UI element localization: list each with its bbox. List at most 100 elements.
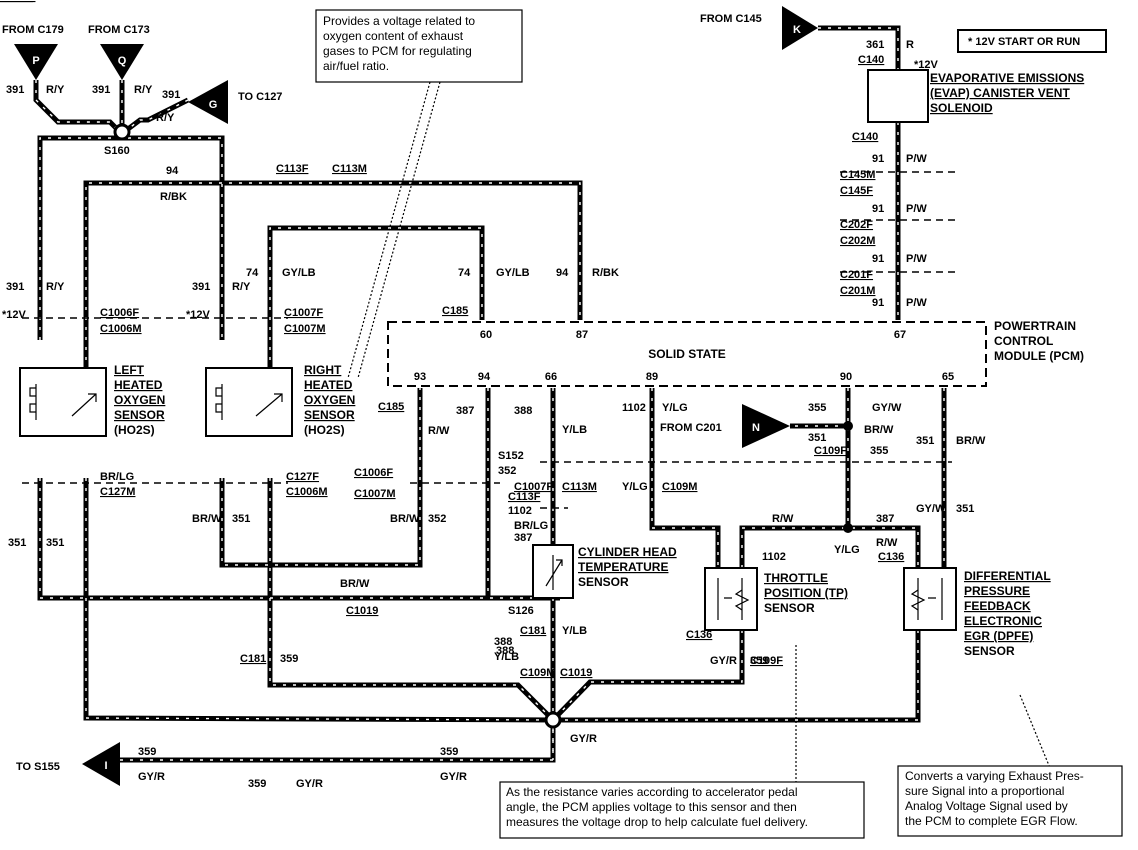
wire-359-s155	[120, 720, 556, 763]
note-tp-line: measures the voltage drop to help calcul…	[506, 815, 808, 829]
comp-tp-line: THROTTLE	[764, 571, 828, 585]
left-ho2s-box	[19, 367, 107, 437]
wire-label: C109M	[520, 667, 555, 679]
dpfe-note-pointer	[1019, 694, 1051, 769]
wire-label: 391	[6, 84, 24, 96]
wire-label: C109M	[662, 481, 697, 493]
wire-label: *12V	[2, 309, 27, 321]
wire-label: R/BK	[160, 191, 187, 203]
comp-evap-line: EVAPORATIVE EMISSIONS	[930, 71, 1084, 85]
wire-label: 91	[872, 297, 884, 309]
comp-cht-line: TEMPERATURE	[578, 560, 668, 574]
comp-evap-line: SOLENOID	[930, 101, 993, 115]
note-dpfe-line: Analog Voltage Signal used by	[905, 799, 1068, 813]
right-ho2s-box	[205, 367, 293, 437]
wire-label: P/W	[906, 253, 927, 265]
comp-cht-line: CYLINDER HEAD	[578, 545, 677, 559]
dpfe-sensor-label: DIFFERENTIALPRESSUREFEEDBACKELECTRONICEG…	[964, 569, 1051, 658]
flag-k	[782, 6, 818, 50]
note-top-line: Provides a voltage related to	[323, 14, 475, 28]
pcm-pin: 66	[545, 371, 557, 383]
comp-left-line: HEATED	[114, 378, 163, 392]
right-variable-symbol	[255, 393, 283, 417]
wire-label: R/BK	[592, 267, 619, 279]
comp-dpfe-line: EGR (DPFE)	[964, 629, 1033, 643]
wire-label: GY/R	[296, 778, 323, 790]
wire-label: 94	[166, 165, 179, 177]
wire-label: 355	[808, 402, 826, 414]
wire-stripe	[651, 388, 719, 568]
top-note-box	[315, 9, 523, 83]
wire-label: Y/LB	[562, 625, 587, 637]
wire-stripe	[552, 630, 743, 721]
wire-label: C185	[442, 305, 468, 317]
wire-label: C127M	[0, 0, 35, 3]
wire-label: C1006M	[286, 486, 328, 498]
comp-right-line: HEATED	[304, 378, 353, 392]
wire-label: C113F	[508, 491, 541, 503]
wire-label: 388	[514, 405, 532, 417]
comp-cht-line: SENSOR	[578, 575, 629, 589]
flag-k-letter: K	[793, 24, 801, 36]
wire-label: BR/W	[864, 424, 894, 436]
wire-label: 391	[192, 281, 210, 293]
wire-label: C127M	[100, 486, 135, 498]
wire-label: C181	[520, 625, 546, 637]
comp-right-line: SENSOR	[304, 408, 355, 422]
wire-label: R/Y	[156, 112, 175, 124]
comp-dpfe-line: ELECTRONIC	[964, 614, 1042, 628]
wire-label: C1006F	[100, 307, 139, 319]
wire-label: 94	[556, 267, 569, 279]
wire-label: C1019	[346, 605, 378, 617]
wire-label: C201M	[840, 285, 875, 297]
wire-label: R/W	[772, 513, 794, 525]
wire-label: 387	[876, 513, 894, 525]
wire-label: 1102	[622, 402, 646, 414]
dpfe-note: Converts a varying Exhaust Pres-sure Sig…	[905, 769, 1084, 828]
wire-label: C127F	[0, 0, 33, 3]
dpfe-potentiometer-symbol	[910, 578, 943, 620]
tp-potentiometer-symbol	[717, 578, 750, 620]
dpfe-sensor-box	[903, 567, 957, 631]
wire-label: C109F	[750, 655, 783, 667]
comp-right-line: OXYGEN	[304, 393, 355, 407]
pcm-pin: 89	[646, 371, 658, 383]
wire-label: GY/R	[0, 0, 27, 3]
tp-note-box	[499, 781, 865, 839]
wire-label: R/Y	[232, 281, 251, 293]
comp-dpfe-line: DIFFERENTIAL	[964, 569, 1051, 583]
wire-label: 361	[866, 39, 884, 51]
wire-label: C202F	[840, 219, 873, 231]
comp-pcm-line: POWERTRAIN	[994, 319, 1076, 333]
pcm-pin: 87	[576, 329, 588, 341]
left-variable-symbol	[71, 393, 97, 417]
wire-label: 391	[92, 84, 110, 96]
wire-label: 351	[232, 513, 250, 525]
wire-label: C127F	[286, 471, 319, 483]
wire-label: 74	[246, 267, 259, 279]
right-heater-symbol	[215, 384, 223, 420]
wire-label: Y/LG	[662, 402, 688, 414]
legend-box	[957, 29, 1107, 53]
comp-left-line: LEFT	[114, 363, 145, 377]
wire-label: C140	[858, 54, 884, 66]
note-tp-line: angle, the PCM applies voltage to this s…	[506, 800, 797, 814]
wire-387	[219, 388, 423, 568]
tp-sensor-box	[704, 567, 758, 631]
wire-label: 91	[872, 153, 884, 165]
legend-text: * 12V START OR RUN	[968, 36, 1080, 48]
wire-label: C1006M	[100, 323, 142, 335]
comp-right-line: RIGHT	[304, 363, 342, 377]
wire-label: C202M	[840, 235, 875, 247]
wire-label: C136	[878, 551, 904, 563]
comp-pcm-line: MODULE (PCM)	[994, 349, 1084, 363]
top-note-pointer	[347, 81, 431, 379]
wire-label: C1007F	[514, 481, 553, 493]
wire-label: 359	[248, 778, 266, 790]
from-c201: FROM C201	[660, 422, 722, 434]
flag-q	[100, 44, 144, 80]
flag-i	[82, 742, 120, 786]
tp-note: As the resistance varies according to ac…	[506, 785, 808, 829]
